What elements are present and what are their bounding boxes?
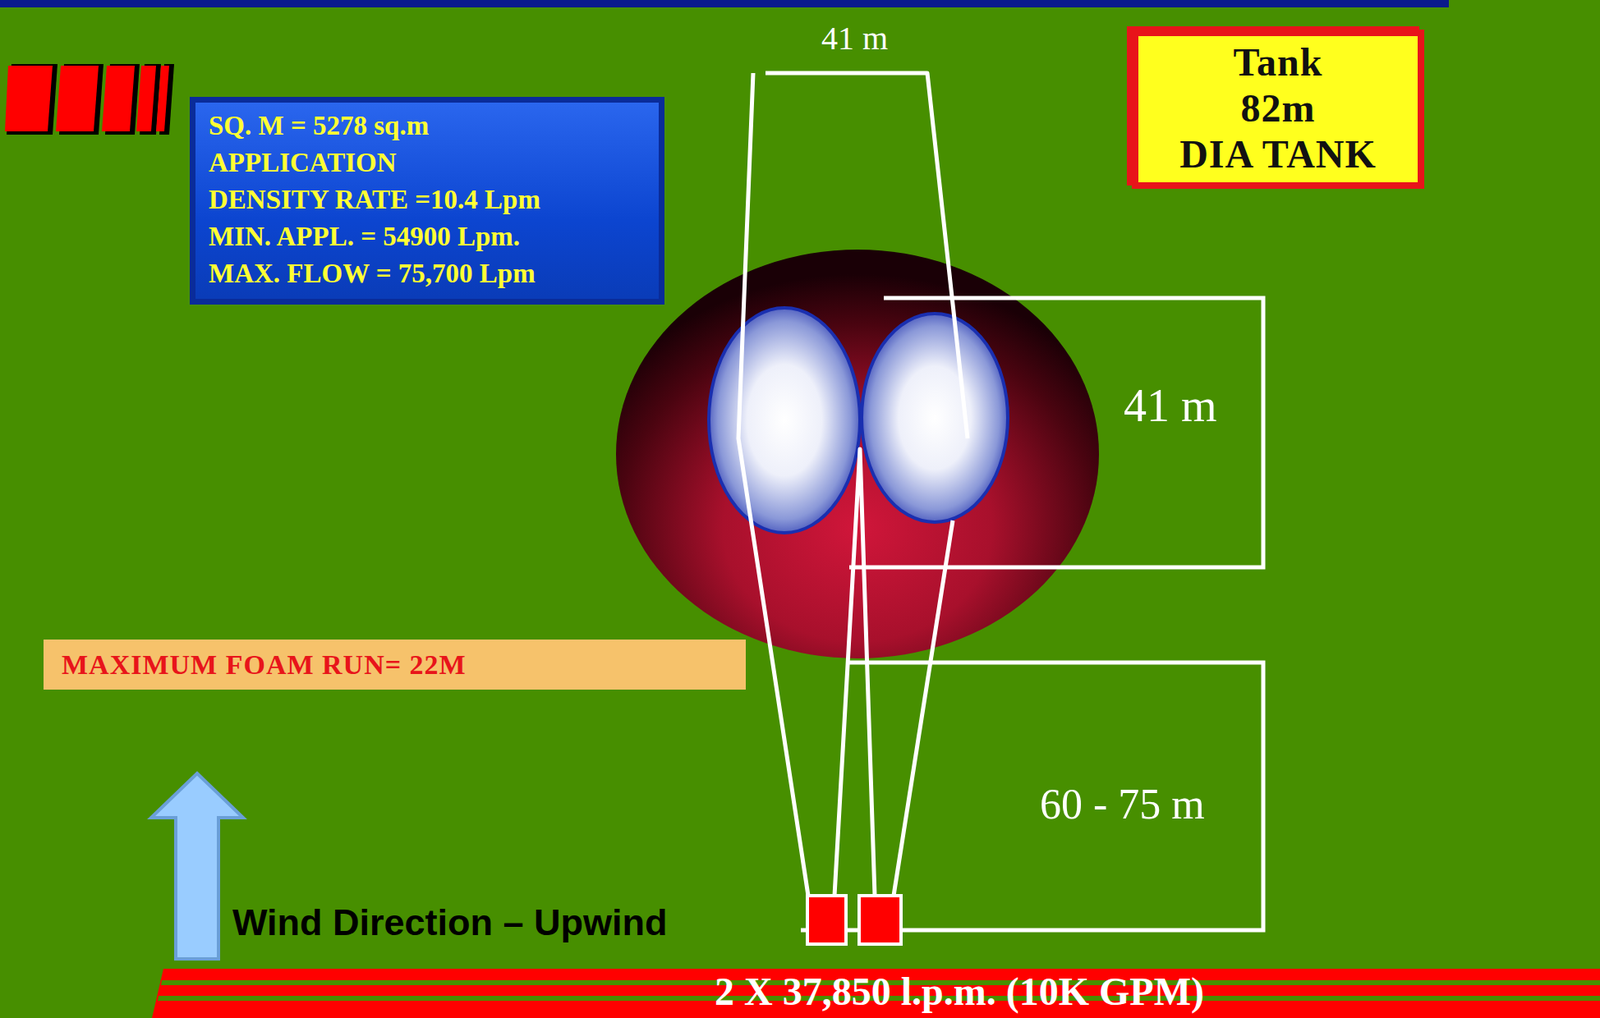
foam-stream [738,73,809,897]
tank-label-box: Tank82mDIA TANK [1131,29,1425,189]
node-text: DIA TANK [1148,131,1408,178]
node-text: Tank [1148,39,1408,86]
foam-stream [893,520,953,897]
foam-run-band: MAXIMUM FOAM RUN= 22M [43,639,746,690]
node-text: DENSITY RATE =10.4 Lpm [208,181,646,219]
node-text: APPLICATION [208,144,646,182]
node-text: MAX. FLOW = 75,700 Lpm [208,255,646,293]
dimension-label: 41 m [821,18,888,58]
node-text: 82m [1148,85,1408,132]
flow-band-label: 2 X 37,850 l.p.m. (10K GPM) [714,970,1205,1014]
node-text: MAXIMUM FOAM RUN= 22M [61,649,467,681]
foam-monitor [859,896,902,945]
node-text: 2 X 37,850 l.p.m. (10K GPM) [714,970,1205,1014]
dimension-brackets [800,298,1264,931]
foam-pool [708,308,860,534]
wind-arrow [151,773,244,960]
wind-label: Wind Direction – Upwind [232,901,668,945]
node-text: SQ. M = 5278 sq.m [208,107,646,145]
dimension-label: 60 - 75 m [1039,780,1205,829]
info-panel: SQ. M = 5278 sq.mAPPLICATIONDENSITY RATE… [189,96,665,305]
dimension-bracket [800,662,1264,931]
foam-monitor [807,896,846,945]
corner-stripes [4,64,175,135]
foam-stream [765,73,968,439]
bottom-band [151,969,1600,1018]
dimension-bracket [849,298,1264,568]
top-strip [0,0,1449,8]
foam-pool [861,313,1008,523]
node-text: MIN. APPL. = 54900 Lpm. [208,218,646,256]
tank-roof [616,249,1099,659]
foam-stream [834,449,875,897]
foam-streams [738,73,968,897]
dimension-label: 41 m [1123,379,1218,433]
